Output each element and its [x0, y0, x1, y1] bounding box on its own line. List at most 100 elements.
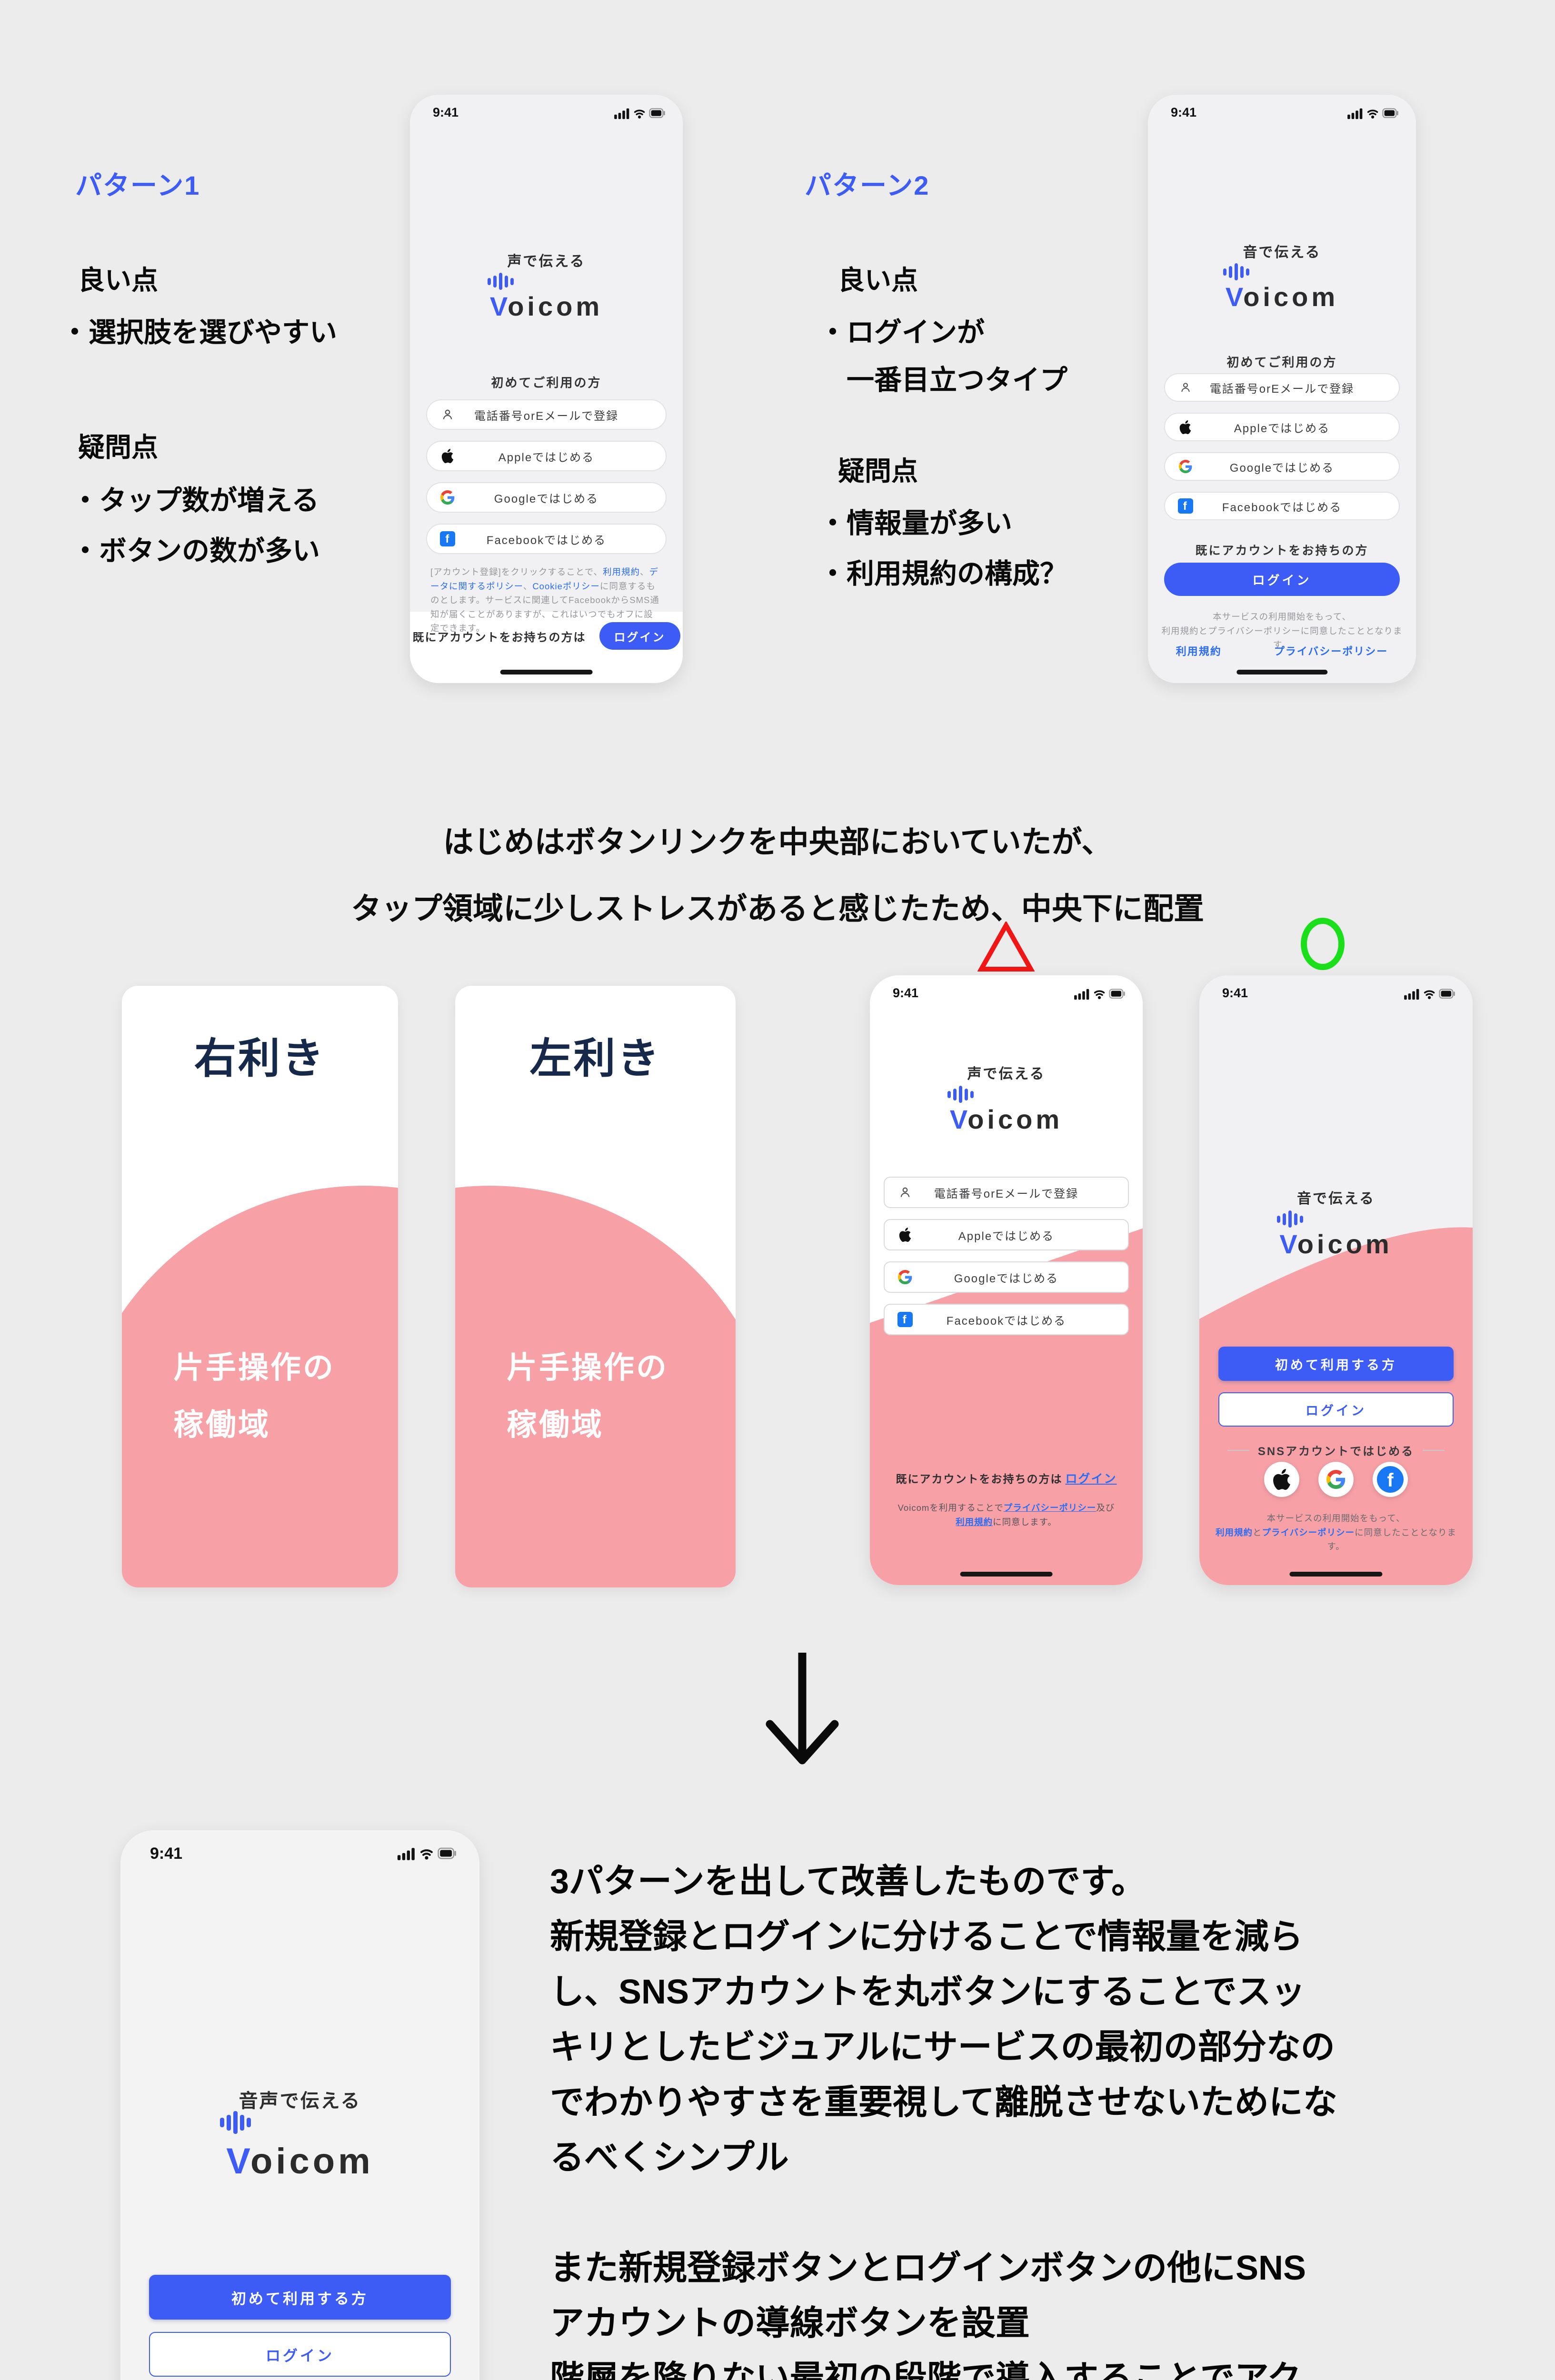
middle-note-line1: はじめはボタンリンクを中央部においていたが、 [443, 825, 1112, 859]
status-bar: 9:41 [1199, 975, 1473, 1009]
logo-v: V [949, 1104, 968, 1134]
logo-text: oicom [1243, 282, 1339, 312]
button-label: Googleではじめる [1229, 461, 1335, 475]
person-icon [439, 407, 456, 423]
apple-signup-button[interactable]: Appleではじめる [883, 1219, 1129, 1250]
status-icons [1404, 989, 1455, 1000]
google-icon [897, 1269, 913, 1285]
explanation-paragraph-1: 3パターンを出して改善したものです。 新規登録とログインに分けることで情報量を減… [550, 1863, 1337, 2177]
login-button[interactable]: ログイン [1164, 563, 1400, 596]
voicom-logo: Voicom [1148, 262, 1416, 312]
phone-mockup-pattern2: 9:41 音で伝える Voicom 初めてご利用の方 電話番号orEメールで登録… [1148, 95, 1416, 683]
facebook-signup-circle-button[interactable]: f [1373, 1462, 1408, 1497]
apple-signup-circle-button[interactable] [1264, 1462, 1299, 1497]
middle-note-line2: タップ領域に少しストレスがあると感じたため、中央下に配置 [351, 892, 1204, 926]
login-button[interactable]: ログイン [599, 622, 680, 650]
signup-phone-email-button[interactable]: 電話番号orEメールで登録 [883, 1177, 1129, 1208]
signup-button[interactable]: 初めて利用する方 [1218, 1347, 1454, 1381]
logo-text: oicom [250, 2141, 374, 2182]
home-indicator[interactable] [1289, 1572, 1383, 1577]
terms-link[interactable]: 利用規約 [1215, 1527, 1253, 1537]
button-label: Googleではじめる [954, 1272, 1059, 1285]
status-icons [1347, 108, 1398, 119]
signal-icon [1404, 989, 1419, 1000]
phone-screen: 9:41 声で伝える Voicom [410, 95, 683, 683]
voicom-logo: Voicom [120, 2111, 479, 2182]
signup-phone-email-button[interactable]: 電話番号orEメールで登録 [426, 399, 667, 430]
pattern1-title: パターン1 [75, 170, 200, 200]
home-indicator[interactable] [960, 1572, 1053, 1577]
phone-screen: 9:41 音で伝える Voicom 初めてご利用の方 電話番号orEメールで登録… [1148, 95, 1416, 683]
home-indicator[interactable] [1236, 670, 1328, 674]
battery-icon [438, 1847, 456, 1859]
legal-line: 本サービスの利用開始をもって、 [1266, 1513, 1405, 1523]
status-bar: 9:41 [1148, 95, 1416, 128]
logo-v: V [1225, 282, 1244, 312]
google-signup-button[interactable]: Googleではじめる [426, 482, 667, 513]
first-time-label: 初めてご利用の方 [491, 376, 602, 390]
phone-screen: 9:41 音声で伝える Voicom 初めて利用する方 ログイン SNSアカウン… [120, 1830, 479, 2380]
legal-text: 本サービスの利用開始をもって、 利用規約とプライバシーポリシーに同意したこととな… [1213, 1511, 1459, 1554]
cookie-policy-link[interactable]: Cookieポリシー [532, 581, 600, 591]
question-point-item: ・タップ数が増える [71, 485, 319, 516]
google-signup-button[interactable]: Googleではじめる [1164, 452, 1400, 481]
logo-v: V [1279, 1229, 1297, 1259]
terms-link[interactable]: 利用規約 [602, 567, 640, 577]
pattern1-notes: パターン1 良い点 ・選択肢を選びやすい 疑問点 ・タップ数が増える ・ボタンの… [61, 164, 337, 568]
login-row: 既にアカウントをお持ちの方は ログイン [410, 622, 683, 650]
have-account-label: 既にアカウントをお持ちの方は [896, 1473, 1063, 1485]
voicom-logo: Voicom [1199, 1210, 1473, 1259]
explanation-paragraph-2: また新規登録ボタンとログインボタンの他にSNS アカウントの導線ボタンを設置 階… [550, 2249, 1306, 2380]
facebook-icon: f [439, 531, 456, 547]
legal-segment: に同意したこととなります。 [1327, 1527, 1457, 1552]
waveform-icon [1277, 1210, 1303, 1228]
terms-link[interactable]: 利用規約 [1176, 645, 1222, 657]
facebook-signup-button[interactable]: f Facebookではじめる [1164, 492, 1400, 520]
facebook-signup-button[interactable]: f Facebookではじめる [426, 524, 667, 554]
clock-label: 9:41 [1171, 105, 1197, 119]
signup-phone-email-button[interactable]: 電話番号orEメールで登録 [1164, 373, 1400, 402]
logo-v: V [226, 2141, 250, 2182]
clock-label: 9:41 [1222, 986, 1248, 1000]
signal-icon [1074, 989, 1089, 1000]
google-icon [1326, 1470, 1346, 1489]
battery-icon [649, 108, 665, 119]
wifi-icon [634, 109, 645, 119]
button-label: 電話番号orEメールで登録 [474, 409, 619, 423]
signup-button[interactable]: 初めて利用する方 [149, 2275, 451, 2320]
home-indicator[interactable] [500, 670, 593, 674]
privacy-policy-link[interactable]: プライバシーポリシー [1274, 645, 1388, 657]
button-label: Appleではじめる [1234, 422, 1330, 435]
legal-segment: に同意するものとします。サービスに関連してFacebookからSMS通知が届くこ… [430, 581, 659, 634]
legal-text: Voicomを利用することでプライバシーポリシー及び 利用規約に同意します。 [886, 1501, 1126, 1529]
login-button[interactable]: ログイン [1218, 1392, 1454, 1427]
voicom-logo: Voicom [870, 1085, 1143, 1135]
login-link[interactable]: ログイン [1065, 1472, 1117, 1486]
phone-mockup-final: 9:41 音声で伝える Voicom 初めて利用する方 ログイン SNSアカウン… [120, 1830, 479, 2380]
good-points-label: 良い点 [78, 265, 158, 295]
first-time-label: 初めてご利用の方 [1226, 355, 1337, 369]
privacy-policy-link[interactable]: プライバシーポリシー [1003, 1503, 1096, 1513]
facebook-icon: f [1377, 1466, 1404, 1493]
google-signup-circle-button[interactable] [1318, 1462, 1354, 1497]
good-point-item: ・ログインが [819, 317, 985, 348]
apple-signup-button[interactable]: Appleではじめる [426, 441, 667, 471]
google-signup-button[interactable]: Googleではじめる [883, 1261, 1129, 1293]
apple-signup-button[interactable]: Appleではじめる [1164, 413, 1400, 441]
card-left-handed: 左利き 片手操作の 稼働域 [455, 986, 736, 1587]
login-button[interactable]: ログイン [149, 2332, 451, 2377]
legal-segment: 及び [1096, 1503, 1115, 1513]
facebook-signup-button[interactable]: f Facebookではじめる [883, 1304, 1129, 1335]
phone-screen: 9:41 声で伝える Voicom 電話番号orEメールで登録 Appleではじ… [870, 975, 1143, 1585]
button-label: 電話番号orEメールで登録 [934, 1187, 1079, 1200]
legal-segment: 、 [523, 581, 533, 591]
google-icon [439, 489, 456, 506]
privacy-policy-link[interactable]: プライバシーポリシー [1262, 1527, 1355, 1537]
terms-link[interactable]: 利用規約 [956, 1517, 993, 1527]
app-tagline: 声で伝える [967, 1066, 1046, 1082]
legal-segment: [アカウント登録]をクリックすることで、 [430, 567, 603, 577]
phone-mockup-center-buttons: 9:41 声で伝える Voicom 電話番号orEメールで登録 Appleではじ… [870, 975, 1143, 1585]
person-icon [1177, 379, 1194, 396]
status-bar: 9:41 [870, 975, 1143, 1009]
data-policy-link[interactable]: データに関するポリシー [430, 567, 659, 591]
